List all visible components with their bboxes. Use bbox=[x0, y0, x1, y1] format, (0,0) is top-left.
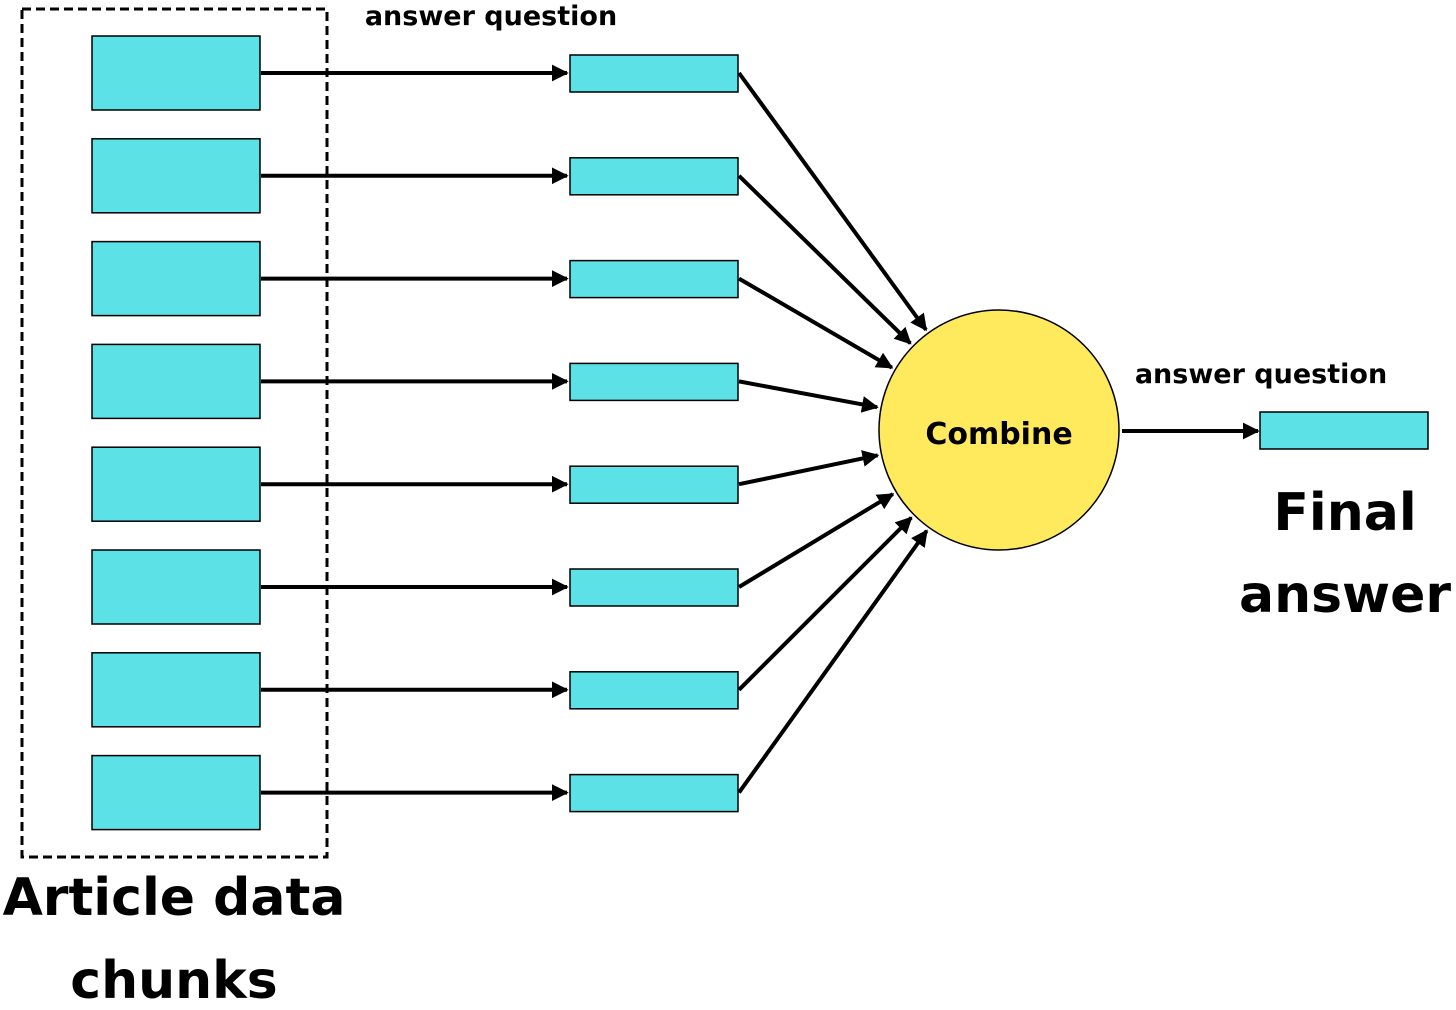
combine-node: Combine bbox=[878, 309, 1120, 551]
chunks-label-line1: Article data bbox=[3, 868, 346, 928]
chunk-box bbox=[91, 652, 261, 728]
final-answer-label-line1: Final bbox=[1273, 483, 1416, 543]
partial-answer-box bbox=[569, 259, 739, 299]
combine-arrow bbox=[737, 276, 894, 370]
combine-arrow bbox=[737, 492, 895, 589]
final-answer-box bbox=[1259, 411, 1429, 450]
combine-arrow bbox=[737, 71, 928, 332]
chunk-box bbox=[91, 240, 261, 317]
partial-answer-box bbox=[569, 568, 739, 607]
chunk-rows bbox=[91, 35, 929, 831]
final-step-label: answer question bbox=[1135, 359, 1387, 390]
combine-arrow bbox=[738, 379, 879, 413]
partial-answer-box bbox=[569, 157, 739, 196]
partial-answer-box bbox=[569, 773, 739, 813]
partial-answer-box bbox=[569, 362, 739, 402]
chunks-group-border bbox=[20, 7, 329, 859]
combine-circle bbox=[878, 309, 1120, 551]
chunks-label-line2: chunks bbox=[70, 951, 277, 1010]
top-step-label: answer question bbox=[365, 1, 617, 32]
chunk-box bbox=[91, 549, 261, 625]
combine-label: Combine bbox=[925, 417, 1072, 452]
combine-arrow bbox=[737, 529, 929, 794]
chunk-box bbox=[91, 35, 261, 111]
chunk-box bbox=[91, 446, 261, 522]
partial-answer-box bbox=[569, 671, 739, 710]
final-answer-label-line2: answer bbox=[1239, 565, 1451, 625]
combine-arrow bbox=[738, 450, 880, 487]
combine-arrow bbox=[737, 174, 912, 345]
chunk-box bbox=[91, 138, 261, 214]
partial-answer-box bbox=[569, 465, 739, 504]
chunk-box bbox=[91, 754, 261, 831]
chunk-box bbox=[91, 343, 261, 420]
partial-answer-box bbox=[569, 54, 739, 93]
combine-arrow bbox=[737, 516, 913, 692]
